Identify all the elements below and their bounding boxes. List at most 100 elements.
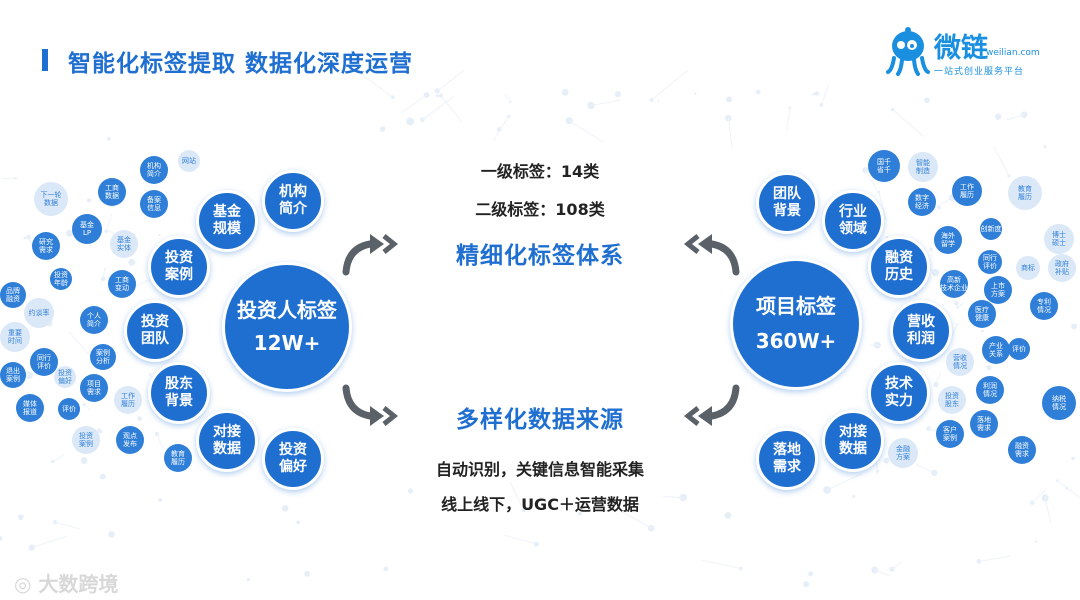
network-line <box>820 83 830 105</box>
title-accent-bar <box>42 49 48 71</box>
left-small-tag-9: 工商 变动 <box>108 270 136 298</box>
network-dot <box>108 531 115 538</box>
network-dot <box>106 136 111 141</box>
project-tag-1: 团队 背景 <box>756 172 818 234</box>
network-dot <box>724 512 732 519</box>
logo-domain: weilian.com <box>986 48 1040 58</box>
left-small-tag-17: 投资 偏好 <box>54 366 76 388</box>
network-dot <box>158 498 163 502</box>
network-dot <box>852 494 856 498</box>
network-dot <box>0 536 3 541</box>
network-dot <box>883 457 890 464</box>
network-dot <box>137 416 143 421</box>
logo-slogan: 一站式创业服务平台 <box>934 67 1025 77</box>
right-small-tag-21: 客户 案例 <box>936 420 964 448</box>
network-line <box>651 69 689 101</box>
tag-system-headline: 精细化标签体系 <box>456 243 624 269</box>
network-dot <box>986 365 992 371</box>
network-line <box>492 116 510 142</box>
right-small-tag-25: 纳税 情况 <box>1042 386 1076 420</box>
network-dot <box>814 91 820 96</box>
investor-tag-label: 投资 案例 <box>165 249 193 284</box>
network-dot <box>1071 323 1077 330</box>
network-line <box>978 555 1010 562</box>
investor-tag-1: 基金 规模 <box>196 190 258 252</box>
network-line <box>878 191 887 221</box>
network-dot <box>933 381 939 388</box>
left-small-tag-25: 教育 履历 <box>164 444 192 472</box>
network-dot <box>296 520 301 525</box>
octopus-logo-icon <box>886 27 930 76</box>
network-dot <box>128 258 136 266</box>
online-offline-text: 线上线下，UGC＋运营数据 <box>441 495 639 514</box>
network-dot <box>994 113 1002 120</box>
left-small-tag-19: 项目 需求 <box>80 374 108 402</box>
left-small-tag-10: 品牌 融资 <box>0 282 26 308</box>
right-small-tag-16: 产业 关系 <box>982 336 1010 364</box>
left-small-tag-16: 同行 评价 <box>30 348 58 376</box>
left-small-tag-4: 备案 信息 <box>140 190 168 218</box>
investor-tag-3: 投资 案例 <box>148 236 210 298</box>
left-small-tag-12: 投资 年龄 <box>50 268 72 290</box>
network-line <box>156 433 164 450</box>
data-source-headline: 多样化数据来源 <box>456 407 624 433</box>
investor-tag-label: 基金 规模 <box>213 203 241 238</box>
right-small-tag-12: 高新 技术企业 <box>940 270 968 298</box>
weilian-logo: 微链 weilian.com 一站式创业服务平台 <box>884 26 1054 84</box>
network-line <box>422 95 455 121</box>
network-dot <box>657 100 660 103</box>
network-line <box>727 118 733 148</box>
network-dot <box>587 101 595 110</box>
network-line <box>874 569 890 577</box>
network-dot <box>812 92 815 96</box>
project-tag-4: 营收 利润 <box>890 300 952 362</box>
project-tag-6: 对接 数据 <box>822 410 884 472</box>
network-dot <box>871 566 879 574</box>
network-dot <box>304 570 311 577</box>
network-dot <box>99 473 106 480</box>
left-small-tag-13: 个人 简介 <box>80 306 108 334</box>
network-line <box>892 109 924 137</box>
network-dot <box>496 127 502 132</box>
network-dot <box>101 276 106 281</box>
right-small-tag-18: 评价 <box>1008 338 1030 360</box>
right-small-tag-8: 博士 硕士 <box>1044 224 1074 254</box>
network-dot <box>808 571 814 577</box>
left-small-tag-8: 基金 实体 <box>110 230 138 258</box>
network-dot <box>1043 145 1047 149</box>
watermark-icon: ◎ <box>14 572 39 596</box>
network-line <box>621 511 652 529</box>
level1-tag-count: 一级标签：14类 <box>480 162 600 181</box>
network-line <box>440 95 462 122</box>
network-dot <box>86 198 92 203</box>
investor-tag-7: 投资 偏好 <box>262 428 324 490</box>
auto-recognition-text: 自动识别，关键信息智能采集 <box>435 460 644 479</box>
network-line <box>568 120 604 143</box>
network-dot <box>694 92 697 95</box>
network-dot <box>148 373 151 376</box>
network-line <box>353 68 394 98</box>
project-tag-label: 营收 利润 <box>907 313 935 348</box>
project-tag-label: 项目标签 <box>755 294 836 318</box>
right-small-tag-9: 同行 评价 <box>978 250 1002 274</box>
network-dot <box>937 206 941 210</box>
right-small-tag-2: 智能 制造 <box>908 152 938 182</box>
left-small-tag-5: 下一轮 数据 <box>34 182 68 216</box>
network-dot <box>725 96 733 103</box>
investor-tag-2: 机构 简介 <box>262 170 324 232</box>
network-line <box>993 146 1010 176</box>
left-small-tag-23: 投资 案例 <box>72 426 100 454</box>
network-dot <box>924 97 930 104</box>
network-line <box>401 94 427 113</box>
network-dot <box>1071 456 1075 461</box>
project-tag-3: 融资 历史 <box>868 236 930 298</box>
network-dot <box>435 94 439 98</box>
right-small-tag-3: 数字 经济 <box>908 188 936 216</box>
right-small-tag-22: 落地 需求 <box>970 410 998 438</box>
logo-name: 微链 <box>934 33 988 64</box>
watermark: ◎ 大数跨境 <box>14 568 118 597</box>
network-dot <box>82 584 85 587</box>
investor-tag-label: 投资 偏好 <box>279 441 307 476</box>
network-dot <box>561 88 569 96</box>
